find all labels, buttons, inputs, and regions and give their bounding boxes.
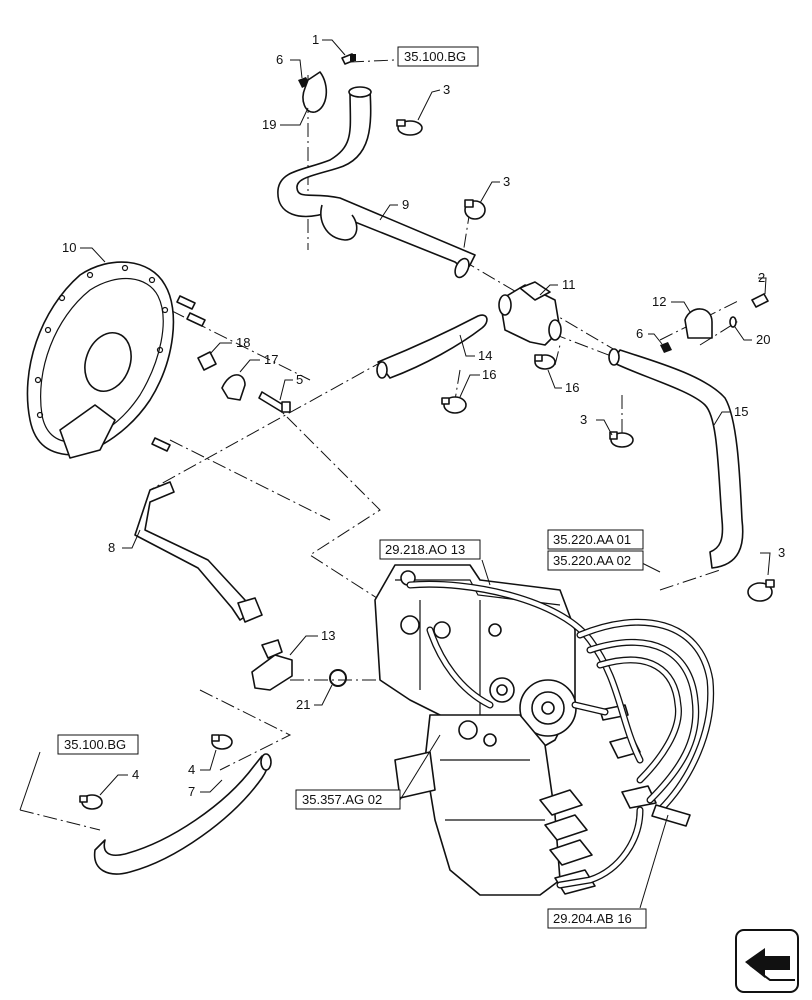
navigation-arrow-icon[interactable]	[735, 929, 799, 993]
callout-14: 14	[478, 348, 492, 363]
hose-9	[277, 86, 476, 279]
clamp-3-mid	[464, 199, 486, 220]
callout-3a: 3	[443, 82, 450, 97]
assembly-centerlines	[19, 59, 741, 831]
reference-box-4[interactable]: 35.220.AA 02	[547, 550, 644, 571]
callout-11: 11	[562, 277, 576, 292]
reference-label: 29.218.AO 13	[385, 542, 465, 557]
reference-label: 29.204.AB 16	[553, 911, 632, 926]
callout-2: 2	[758, 270, 765, 285]
hose-15	[608, 348, 744, 569]
hose-7	[93, 753, 272, 875]
spacer-18	[197, 351, 217, 371]
leader-lines	[19, 39, 771, 909]
callout-4b: 4	[188, 762, 195, 777]
callout-4a: 4	[132, 767, 139, 782]
callout-3b: 3	[503, 174, 510, 189]
tee-fitting-11	[498, 281, 562, 346]
callout-6b: 6	[636, 326, 643, 341]
clamp-16-left	[441, 396, 467, 414]
callout-6a: 6	[276, 52, 283, 67]
bolt-1	[341, 53, 356, 65]
callout-21: 21	[296, 697, 310, 712]
flywheel-housing	[26, 261, 175, 459]
callout-3c: 3	[580, 412, 587, 427]
reference-label: 35.357.AG 02	[302, 792, 382, 807]
callout-16b: 16	[565, 380, 579, 395]
reference-label: 35.100.BG	[64, 737, 126, 752]
clamp-4-right	[211, 734, 233, 750]
o-ring-21	[329, 669, 347, 687]
callout-1: 1	[312, 32, 319, 47]
clip-12	[684, 308, 713, 339]
clamp-4-left	[79, 794, 103, 810]
callout-16a: 16	[482, 367, 496, 382]
callout-15: 15	[734, 404, 748, 419]
reference-box-3[interactable]: 35.220.AA 01	[547, 529, 644, 550]
reference-box-5[interactable]: 35.100.BG	[57, 734, 139, 755]
reference-box-2[interactable]: 29.218.AO 13	[379, 539, 481, 560]
clamp-16-right	[534, 354, 556, 370]
washer-20	[729, 316, 737, 328]
callout-7: 7	[188, 784, 195, 799]
callout-13: 13	[321, 628, 335, 643]
hose-14	[376, 314, 488, 379]
clamp-3-bottom	[747, 579, 775, 602]
bolt-5	[258, 391, 291, 413]
callout-19: 19	[262, 117, 276, 132]
clip-19	[302, 71, 328, 113]
wiring-harness	[406, 580, 715, 889]
callout-10: 10	[62, 240, 76, 255]
callout-9: 9	[402, 197, 409, 212]
fitting-13	[251, 639, 293, 691]
nut-6-right	[660, 342, 672, 353]
pump-assembly	[374, 564, 657, 896]
reference-label: 35.100.BG	[404, 49, 466, 64]
reference-box-7[interactable]: 29.204.AB 16	[547, 908, 647, 929]
bracket-17	[221, 374, 246, 401]
reference-label: 35.220.AA 02	[553, 553, 631, 568]
callout-18: 18	[236, 335, 250, 350]
callout-20: 20	[756, 332, 770, 347]
callout-12: 12	[652, 294, 666, 309]
tube-8	[134, 481, 263, 623]
callout-3d: 3	[778, 545, 785, 560]
callout-8: 8	[108, 540, 115, 555]
bolt-2	[751, 293, 769, 308]
housing-bolts	[151, 295, 206, 452]
reference-box-1[interactable]: 35.100.BG	[397, 46, 479, 67]
reference-label: 35.220.AA 01	[553, 532, 631, 547]
callout-17: 17	[264, 352, 278, 367]
reference-box-6[interactable]: 35.357.AG 02	[295, 789, 401, 810]
callout-5: 5	[296, 372, 303, 387]
clamp-3-top	[396, 119, 423, 136]
clamp-3-right	[609, 431, 634, 448]
callout-labels: 1 2 3 3 3 3 4 4 5 6 6 7 8 9 10 11 12 13 …	[62, 32, 785, 799]
